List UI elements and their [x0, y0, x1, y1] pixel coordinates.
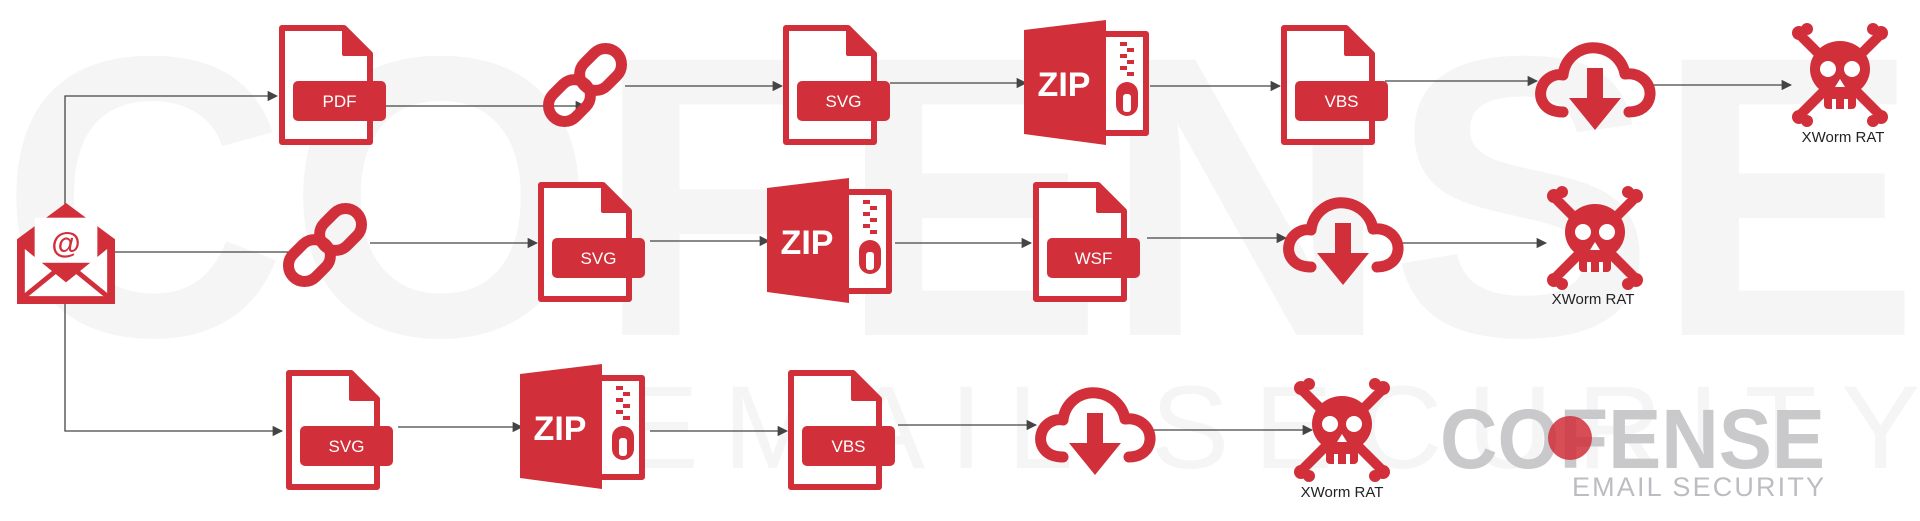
node-r3-skull: XWorm RAT — [1294, 378, 1390, 501]
node-r2-doc2: WSF — [1036, 185, 1140, 299]
cofense-logo: COFENSE EMAIL SECURITY — [1440, 392, 1825, 502]
zip-label: ZIP — [781, 224, 834, 262]
file-type-badge — [293, 81, 386, 121]
payload-label: XWorm RAT — [1802, 129, 1885, 146]
zip-label: ZIP — [1038, 66, 1091, 104]
payload-label: XWorm RAT — [1552, 291, 1635, 308]
file-type-label: VBS — [831, 437, 865, 456]
connector — [64, 90, 279, 205]
node-r2-skull: XWorm RAT — [1547, 186, 1643, 308]
file-type-label: VBS — [1324, 92, 1358, 111]
file-type-label: PDF — [323, 92, 357, 111]
file-type-badge — [797, 81, 890, 121]
logo-name: COFENSE — [1440, 392, 1825, 486]
email-at-symbol: @ — [51, 227, 80, 260]
connectors — [64, 75, 1793, 437]
file-type-badge — [802, 426, 895, 466]
logo-tagline: EMAIL SECURITY — [1572, 472, 1824, 502]
file-type-label: SVG — [826, 92, 862, 111]
file-type-label: SVG — [329, 437, 365, 456]
file-type-badge — [300, 426, 393, 466]
node-r1-skull: XWorm RAT — [1792, 23, 1888, 146]
node-r3-doc1: SVG — [289, 373, 393, 487]
file-type-badge — [552, 238, 645, 278]
node-r3-zip: ZIP — [520, 364, 642, 489]
payload-label: XWorm RAT — [1301, 484, 1384, 501]
zip-label: ZIP — [534, 410, 587, 448]
file-type-badge — [1047, 238, 1140, 278]
logo-accent-icon — [1548, 416, 1592, 460]
file-type-label: WSF — [1075, 249, 1113, 268]
file-type-label: SVG — [581, 249, 617, 268]
node-r2-zip: ZIP — [767, 178, 889, 303]
connector — [64, 300, 284, 437]
node-r1-doc3: VBS — [1284, 28, 1388, 142]
node-r1-zip: ZIP — [1024, 20, 1146, 145]
node-r2-doc1: SVG — [541, 185, 645, 299]
node-r1-doc1: PDF — [282, 28, 386, 142]
node-email: @ — [17, 203, 115, 304]
file-type-badge — [1295, 81, 1388, 121]
nodes: @ PDF SVG ZIP VBS XWorm RAT SVG ZIP WSF XWorm RAT… — [17, 20, 1888, 501]
node-r3-doc2: VBS — [791, 373, 895, 487]
node-r1-doc2: SVG — [786, 28, 890, 142]
